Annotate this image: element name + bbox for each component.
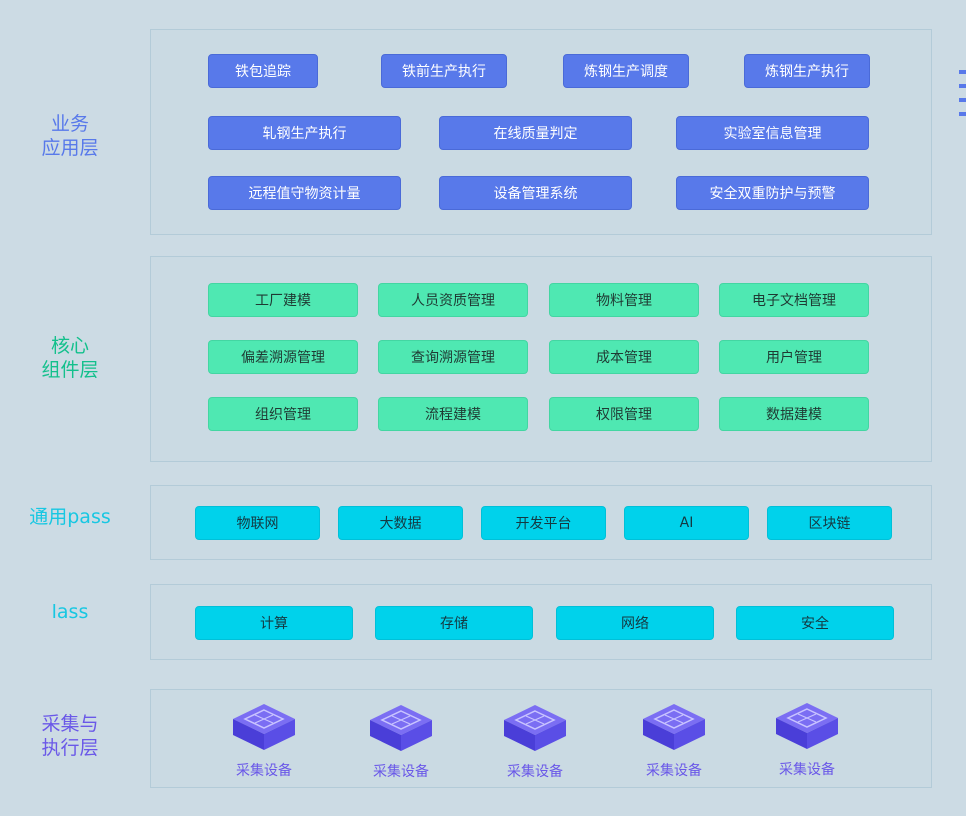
layer-label-iass: lass	[51, 601, 89, 623]
pass-big-data[interactable]: 大数据	[338, 506, 463, 540]
pass-dev-platform[interactable]: 开发平台	[481, 506, 606, 540]
component-personnel-qualification[interactable]: 人员资质管理	[378, 283, 528, 317]
layer-label-pass: 通用pass	[29, 506, 111, 528]
module-lab-info[interactable]: 实验室信息管理	[676, 116, 869, 150]
chip-icon	[504, 705, 566, 751]
device-2[interactable]: 采集设备	[361, 703, 441, 781]
device-4[interactable]: 采集设备	[634, 702, 714, 780]
pass-blockchain[interactable]: 区块链	[767, 506, 892, 540]
component-deviation-tracing[interactable]: 偏差溯源管理	[208, 340, 358, 374]
chip-icon	[370, 705, 432, 751]
iass-compute[interactable]: 计算	[195, 606, 353, 640]
component-permission-management[interactable]: 权限管理	[549, 397, 699, 431]
module-steelmaking-scheduling[interactable]: 炼钢生产调度	[563, 54, 689, 88]
device-5[interactable]: 采集设备	[767, 701, 847, 779]
device-1[interactable]: 采集设备	[224, 702, 304, 780]
chip-icon	[233, 704, 295, 750]
component-organization-management[interactable]: 组织管理	[208, 397, 358, 431]
component-process-modeling[interactable]: 流程建模	[378, 397, 528, 431]
module-rolling-execution[interactable]: 轧钢生产执行	[208, 116, 401, 150]
layer-label-collection: 采集与 执行层	[41, 713, 99, 759]
layer-label-core: 核心 组件层	[41, 335, 99, 381]
side-mark	[959, 112, 966, 116]
pass-iot[interactable]: 物联网	[195, 506, 320, 540]
chip-icon	[643, 704, 705, 750]
component-query-tracing[interactable]: 查询溯源管理	[378, 340, 528, 374]
iass-layer-panel: 计算 存储 网络 安全	[150, 584, 932, 660]
module-remote-metering[interactable]: 远程值守物资计量	[208, 176, 401, 210]
component-factory-modeling[interactable]: 工厂建模	[208, 283, 358, 317]
side-mark	[959, 84, 966, 88]
module-equipment-management[interactable]: 设备管理系统	[439, 176, 632, 210]
component-document-management[interactable]: 电子文档管理	[719, 283, 869, 317]
side-mark	[959, 98, 966, 102]
device-3[interactable]: 采集设备	[495, 703, 575, 781]
module-steelmaking-execution[interactable]: 炼钢生产执行	[744, 54, 870, 88]
component-data-modeling[interactable]: 数据建模	[719, 397, 869, 431]
device-label: 采集设备	[779, 762, 835, 778]
iass-network[interactable]: 网络	[556, 606, 714, 640]
chip-icon	[776, 703, 838, 749]
pass-ai[interactable]: AI	[624, 506, 749, 540]
device-label: 采集设备	[507, 764, 563, 780]
component-user-management[interactable]: 用户管理	[719, 340, 869, 374]
side-decoration	[959, 70, 966, 126]
iass-storage[interactable]: 存储	[375, 606, 533, 640]
layer-label-business: 业务 应用层	[41, 113, 99, 159]
business-layer-panel: 铁包追踪 铁前生产执行 炼钢生产调度 炼钢生产执行 轧钢生产执行 在线质量判定 …	[150, 29, 932, 235]
module-safety-warning[interactable]: 安全双重防护与预警	[676, 176, 869, 210]
component-material-management[interactable]: 物料管理	[549, 283, 699, 317]
device-label: 采集设备	[236, 763, 292, 779]
collection-layer-panel: 采集设备 采集设备 采集设备	[150, 689, 932, 788]
device-label: 采集设备	[646, 763, 702, 779]
device-label: 采集设备	[373, 764, 429, 780]
core-layer-panel: 工厂建模 人员资质管理 物料管理 电子文档管理 偏差溯源管理 查询溯源管理 成本…	[150, 256, 932, 462]
module-ironmaking-execution[interactable]: 铁前生产执行	[381, 54, 507, 88]
side-mark	[959, 70, 966, 74]
iass-security[interactable]: 安全	[736, 606, 894, 640]
component-cost-management[interactable]: 成本管理	[549, 340, 699, 374]
module-online-quality[interactable]: 在线质量判定	[439, 116, 632, 150]
pass-layer-panel: 物联网 大数据 开发平台 AI 区块链	[150, 485, 932, 560]
module-iron-ladle-tracking[interactable]: 铁包追踪	[208, 54, 318, 88]
